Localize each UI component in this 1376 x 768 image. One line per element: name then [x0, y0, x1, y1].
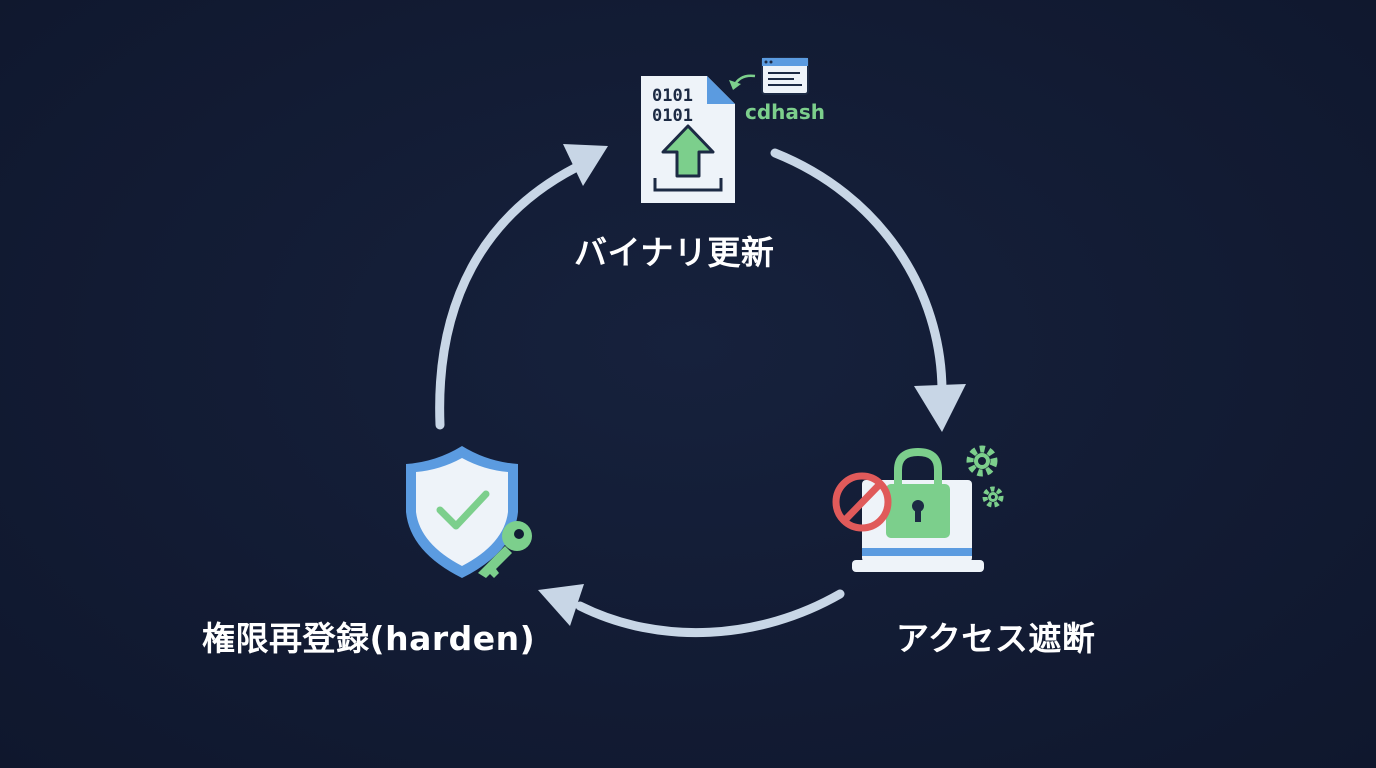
arrow-top-to-right: [770, 148, 947, 397]
curved-arrow-icon: [729, 74, 756, 90]
binary-file-upload-icon: 0101 0101: [641, 76, 735, 203]
terminal-window-icon: [761, 57, 809, 95]
shield-check-key-icon: [406, 446, 518, 578]
arrow-right-to-left-head: [538, 584, 584, 626]
small-gear-icon: [982, 486, 1004, 508]
label-binary-update: バイナリ更新: [574, 233, 775, 272]
arrow-left-to-top-head: [563, 144, 608, 186]
svg-text:0101: 0101: [652, 86, 693, 106]
svg-text:0101: 0101: [652, 106, 693, 126]
arrow-right-to-left: [575, 589, 845, 638]
arrow-top-to-right-head: [914, 384, 966, 432]
cdhash-label: cdhash: [745, 100, 826, 124]
locked-laptop-blocked-icon: [832, 447, 984, 572]
key-icon: [478, 521, 532, 578]
gear-icon: [966, 445, 998, 477]
label-permission-reregister: 権限再登録(harden): [202, 619, 536, 658]
arrow-left-to-top: [435, 163, 580, 430]
label-access-blocked: アクセス遮断: [896, 619, 1096, 658]
